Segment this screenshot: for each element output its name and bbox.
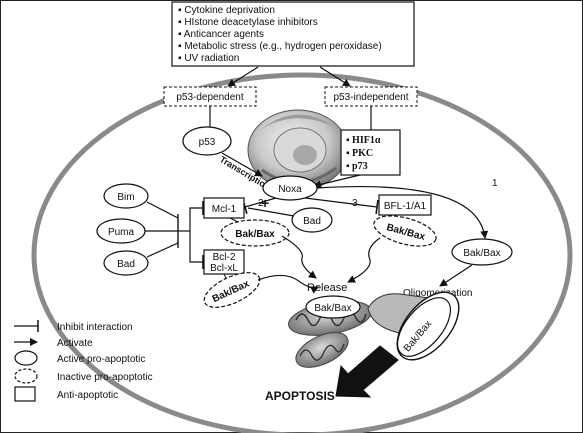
pkc-label: ▪ PKC — [346, 148, 373, 159]
p53-label: p53 — [199, 137, 216, 148]
stimulus-item: ▪ Anticancer agents — [178, 29, 264, 40]
p73-label: ▪ p73 — [346, 161, 368, 172]
bfl1-a1-box — [378, 194, 432, 216]
mcl1-release-arrow — [281, 235, 317, 279]
bakbax-mcl1-label: Bak/Bax — [235, 229, 275, 240]
bad-to-mcl1-line — [247, 207, 295, 217]
bakbax-mitochondria-node — [305, 295, 361, 319]
hif-label: ▪ HIF1α — [346, 135, 381, 146]
stimulus-item: ▪ UV radiation — [178, 53, 239, 64]
noxa-to-bakbax-arrow — [316, 185, 489, 239]
bim-label: Bim — [117, 192, 134, 203]
stimulus-item: ▪ HIstone deacetylase inhibitors — [178, 17, 318, 28]
path-number-2: 2 — [258, 198, 264, 209]
release-label: Release — [307, 282, 347, 294]
legend-activate-label: Activate — [57, 338, 93, 349]
inhibit-to-bcl2 — [189, 231, 204, 269]
legend-active-symbol — [14, 350, 38, 366]
bcl2-label: Bcl-2 — [213, 252, 236, 263]
legend-inactive-label: Inactive pro-apoptotic — [57, 372, 153, 383]
bad-left-node — [103, 250, 149, 276]
apoptosis-arrow — [335, 345, 399, 398]
stimulus-to-independent-arrow — [319, 66, 351, 87]
path-number-1: 1 — [492, 178, 498, 189]
bakbax-inactive-bcl — [203, 272, 261, 308]
bad-center-node — [291, 207, 333, 233]
bcl-bakbax-link — [223, 273, 227, 279]
bcl-release-arrow — [257, 274, 319, 294]
stimulus-item: ▪ Metabolic stress (e.g., hydrogen perox… — [178, 41, 382, 52]
bfl-release-arrow — [347, 237, 381, 283]
stimuli-box: ▪ Cytokine deprivation ▪ HIstone deacety… — [171, 1, 415, 67]
bad-left-label: Bad — [117, 259, 135, 270]
bad-center-label: Bad — [303, 216, 321, 227]
bim-inhibit-line — [146, 201, 179, 219]
bad-inhibit-line — [146, 242, 179, 258]
bakbax-inactive-bfl — [373, 215, 437, 247]
noxa-label: Noxa — [278, 184, 302, 195]
noxa-inhibits-bfl — [304, 197, 379, 215]
p53-independent-label: p53-independent — [333, 92, 408, 103]
stimulus-to-dependent-arrow — [227, 66, 259, 87]
stimulus-item: ▪ Cytokine deprivation — [178, 5, 275, 16]
p53-node — [182, 126, 232, 156]
bakbax-right-label: Bak/Bax — [463, 248, 500, 259]
legend-anti-label: Anti-apoptotic — [57, 390, 118, 401]
p53-to-noxa-arrow — [221, 152, 263, 177]
mcl1-bakbax-link — [229, 217, 239, 223]
cell-membrane — [31, 72, 573, 433]
path-number-3: 3 — [352, 198, 358, 209]
bclxl-label: Bcl-xL — [210, 263, 238, 274]
plus-sign: + — [261, 195, 269, 211]
p53-independent-factors-box — [340, 129, 401, 176]
bakbax-inactive-mcl1 — [220, 219, 290, 247]
mcl1-box — [203, 197, 245, 219]
noxa-inhibits-mcl1 — [242, 197, 277, 214]
legend-active-label: Active pro-apoptotic — [57, 354, 145, 365]
legend-inhibit-label: Inhibit interaction — [57, 322, 133, 333]
bakbax-mitochondria-label: Bak/Bax — [314, 303, 351, 314]
inhibit-to-mcl1 — [189, 201, 204, 231]
bfl1-a1-label: BFL-1/A1 — [384, 201, 427, 212]
puma-label: Puma — [108, 227, 135, 238]
bim-node — [103, 183, 149, 209]
bakbax-pore-inner — [397, 297, 451, 357]
factors-to-noxa-arrow — [313, 174, 361, 189]
p53-dependent-label: p53-dependent — [176, 92, 244, 103]
bakbax-to-pore-arrow — [439, 264, 473, 287]
legend-anti-symbol — [14, 386, 36, 402]
apoptosis-label: APOPTOSIS — [265, 389, 335, 403]
mcl1-label: Mcl-1 — [212, 204, 237, 215]
bakbax-active-right — [451, 238, 513, 266]
legend-inactive-symbol — [14, 368, 38, 384]
legend: Inhibit interaction Activate Active pro-… — [14, 320, 153, 402]
